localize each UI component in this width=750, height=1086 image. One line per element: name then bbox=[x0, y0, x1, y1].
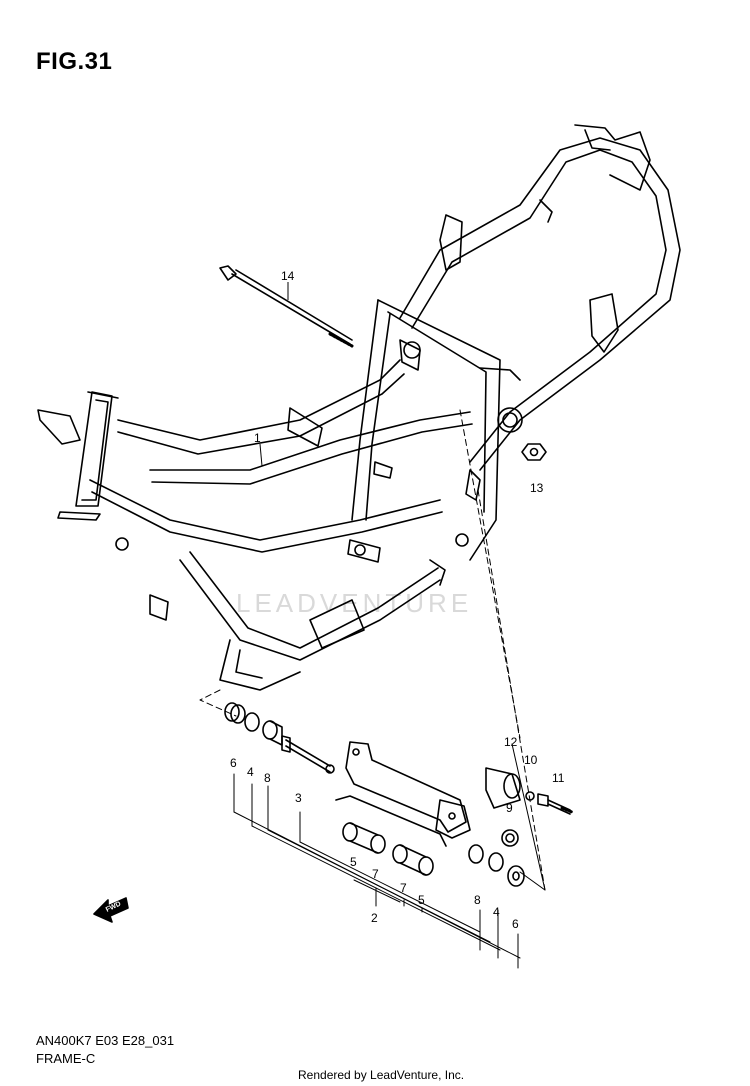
model-code: AN400K7 E03 E28_031 bbox=[36, 1033, 175, 1048]
render-credit: Rendered by LeadVenture, Inc. bbox=[298, 1068, 465, 1082]
watermark-text: LEADVENTURE bbox=[236, 588, 472, 618]
fwd-arrow-icon: FWD bbox=[93, 897, 129, 923]
callout-8-right: 8 bbox=[474, 893, 481, 907]
figure-title: FIG.31 bbox=[36, 48, 113, 75]
part-2-engine-mount-bracket bbox=[335, 741, 471, 847]
callout-1: 1 bbox=[254, 431, 261, 445]
callout-3: 3 bbox=[295, 791, 302, 805]
callout-12: 12 bbox=[504, 735, 518, 749]
callout-2: 2 bbox=[371, 911, 378, 925]
callout-7-right: 7 bbox=[400, 881, 407, 895]
section-name: FRAME-C bbox=[36, 1051, 96, 1066]
bushing-set-lower bbox=[342, 822, 434, 876]
callout-10: 14 bbox=[281, 269, 295, 283]
part-10-long-bolt bbox=[219, 265, 354, 348]
callout-5-right: 5 bbox=[418, 893, 425, 907]
callout-11: 13 bbox=[530, 481, 544, 495]
callout-7-left: 7 bbox=[372, 867, 379, 881]
main-frame-body bbox=[37, 299, 521, 691]
callout-9: 9 bbox=[506, 801, 513, 815]
rear-frame-loop bbox=[399, 124, 681, 471]
part-11-nut bbox=[521, 443, 547, 461]
callout-5-left: 5 bbox=[350, 855, 357, 869]
callout-6-left: 6 bbox=[230, 756, 237, 770]
grouping-lines bbox=[233, 743, 546, 969]
callout-6-right: 6 bbox=[512, 917, 519, 931]
callout-13: 11 bbox=[552, 771, 565, 785]
callout-4-left: 4 bbox=[247, 765, 254, 779]
callout-4-right: 4 bbox=[493, 905, 500, 919]
callout-labels: 14 1 13 12 10 11 9 6 4 8 3 5 7 7 5 2 8 4… bbox=[230, 269, 565, 931]
bushing-stack-left bbox=[224, 702, 335, 774]
callout-8-left: 8 bbox=[264, 771, 271, 785]
callout-14: 10 bbox=[524, 753, 538, 767]
bushing-stack-right bbox=[468, 767, 574, 887]
explode-lines bbox=[199, 409, 546, 891]
